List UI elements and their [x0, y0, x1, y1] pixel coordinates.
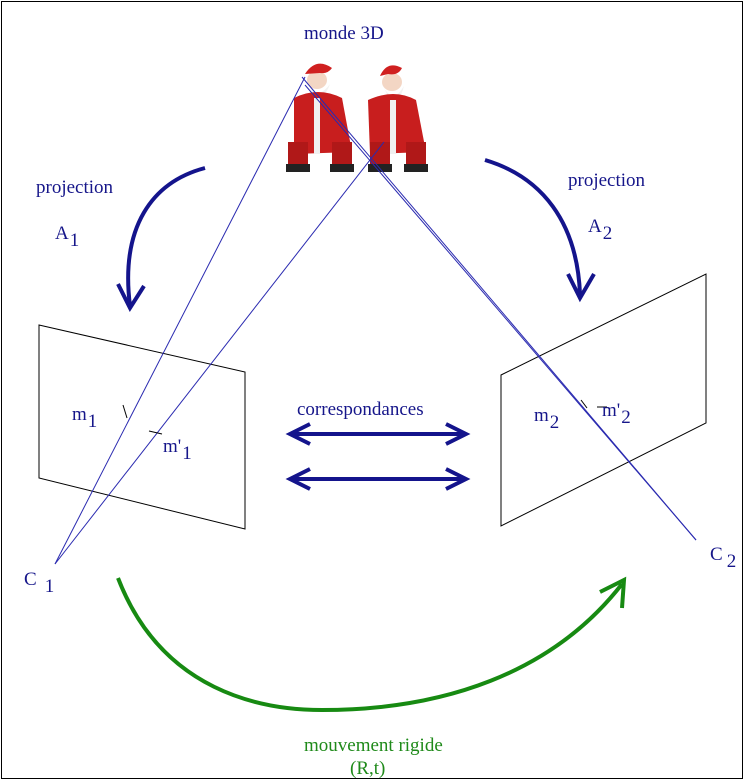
rigid-motion-arrow-head	[599, 576, 627, 609]
point-label-m-prime-1: m'1	[163, 436, 192, 464]
point-label-m2: m2	[534, 405, 560, 433]
world-label: monde 3D	[304, 23, 384, 44]
rigid-motion-params: (R,t)	[350, 758, 386, 779]
point-label-m1: m1	[72, 404, 98, 432]
projection-label-right: projection	[568, 170, 646, 191]
ray-c1-left-santa	[54, 76, 306, 565]
correspondence-arrows	[285, 422, 471, 491]
point-ticks	[122, 399, 607, 435]
projection-arrow-right-head	[566, 272, 596, 303]
santa-right-figure	[368, 65, 428, 172]
image-plane-left	[38, 324, 246, 530]
projection-arrow-left-head	[116, 283, 146, 313]
ray-c2-top	[301, 76, 697, 541]
rigid-motion-label: mouvement rigide	[304, 735, 443, 756]
tick-m-prime-1	[148, 430, 163, 435]
projection-rays	[54, 76, 697, 565]
projection-label-left: projection	[36, 177, 114, 198]
image-plane-right	[500, 273, 707, 527]
tick-m1	[122, 404, 128, 419]
correspondences-label: correspondances	[297, 399, 424, 420]
tick-m2	[580, 399, 588, 409]
ray-c1-right-santa	[54, 141, 385, 565]
point-label-m-prime-2: m'2	[602, 400, 631, 428]
matrix-label-a1: A1	[55, 223, 80, 251]
projection-arrow-left	[126, 166, 206, 307]
rigid-motion-arrow	[116, 577, 624, 713]
matrix-label-a2: A2	[588, 216, 613, 244]
santa-left-figure	[286, 63, 354, 172]
projection-arrow-right	[484, 158, 582, 295]
